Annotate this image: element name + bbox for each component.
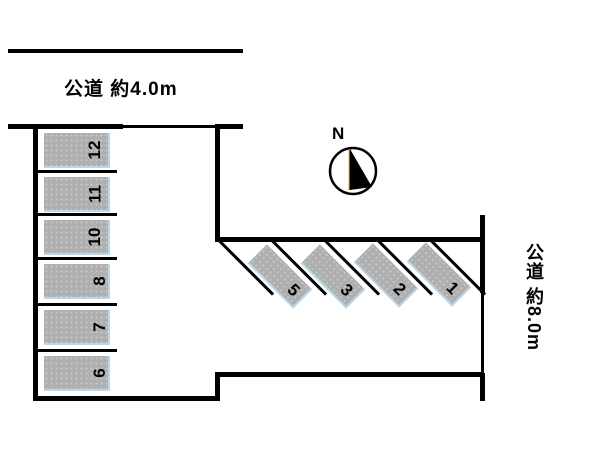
parking-space-8: 8 — [44, 264, 110, 299]
boundary-step-vertical — [215, 372, 220, 401]
north-label: N — [332, 124, 345, 143]
left-separator-line — [37, 257, 117, 260]
left-separator-line — [37, 170, 117, 173]
left-separator-line — [37, 213, 117, 216]
space-number: 6 — [89, 367, 109, 378]
space-number: 7 — [89, 321, 109, 332]
north-compass-icon — [328, 146, 378, 196]
left-separator-line — [37, 303, 117, 306]
road-label-right: 公道 約8.0m — [524, 243, 544, 352]
space-number: 11 — [85, 184, 105, 203]
boundary-bottom-right — [215, 372, 484, 377]
boundary-top-thin — [123, 125, 215, 128]
parking-space-11: 11 — [44, 177, 110, 212]
parking-space-2: 2 — [353, 243, 419, 308]
space-number: 12 — [85, 140, 105, 159]
parking-space-6: 6 — [44, 356, 110, 391]
space-number: 3 — [336, 280, 357, 301]
space-number: 5 — [283, 280, 304, 301]
boundary-diagonal-area-top — [215, 237, 483, 242]
space-number: 10 — [85, 227, 105, 246]
boundary-right-thick-upper — [480, 215, 485, 293]
boundary-top-thick-right — [215, 124, 243, 129]
parking-space-12: 12 — [44, 133, 110, 168]
boundary-left — [33, 124, 38, 401]
boundary-right-thin — [481, 292, 484, 374]
space-number: 8 — [89, 275, 109, 286]
boundary-bottom-left — [33, 396, 219, 401]
boundary-right-thick-lower — [480, 373, 485, 401]
space-number: 1 — [442, 278, 463, 299]
boundary-top-thick-left — [8, 124, 123, 129]
space-number: 2 — [389, 279, 410, 300]
boundary-mid-vertical — [215, 124, 220, 242]
parking-space-7: 7 — [44, 310, 110, 345]
left-separator-line — [37, 349, 117, 352]
parking-space-1: 1 — [406, 242, 472, 307]
road-top-line — [8, 49, 243, 53]
road-label-top: 公道 約4.0m — [64, 79, 178, 100]
parking-space-10: 10 — [44, 220, 110, 255]
